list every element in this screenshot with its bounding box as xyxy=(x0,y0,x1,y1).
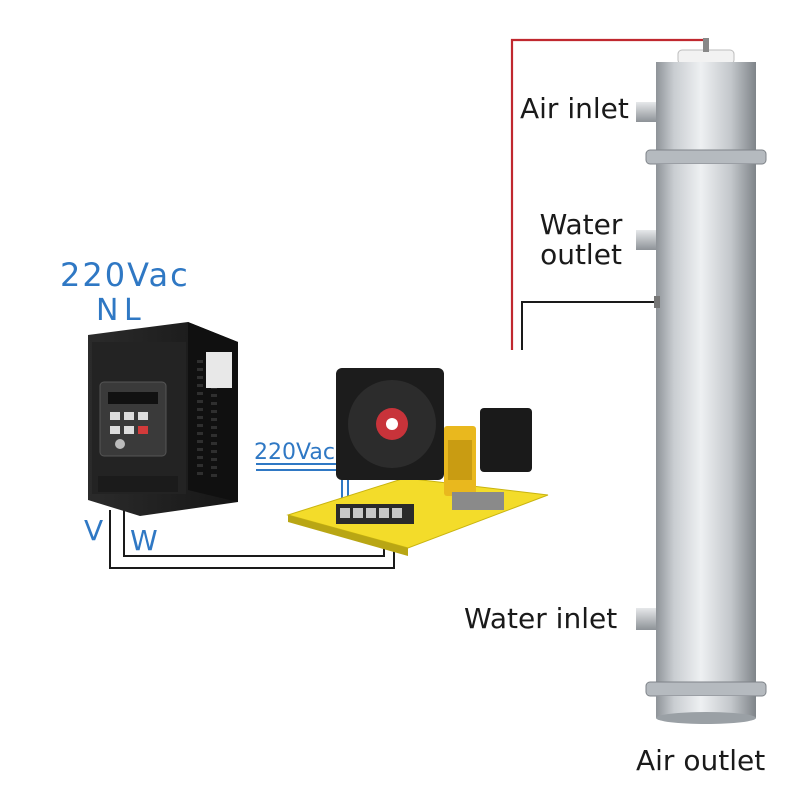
ozone-tube xyxy=(636,38,767,724)
water-outlet-label-line2: outlet xyxy=(540,238,622,271)
inverter-supply-label: 220Vac xyxy=(60,256,190,294)
inverter-output-w-label: W xyxy=(130,524,158,557)
frequency-inverter xyxy=(88,322,238,516)
board-supply-label: 220Vac xyxy=(254,440,335,465)
inverter-terminal-l-label: L xyxy=(124,293,141,328)
ozone-power-board xyxy=(286,368,549,556)
yellow-board xyxy=(286,477,549,549)
water-inlet-label: Water inlet xyxy=(464,602,618,635)
bottom-clamp xyxy=(645,681,767,697)
water-outlet-label-line1: Water xyxy=(539,208,623,241)
inverter-terminal-n-label: N xyxy=(96,293,119,328)
ground-wire xyxy=(521,301,656,350)
black-coil-unit xyxy=(480,408,532,472)
air-inlet-label: Air inlet xyxy=(520,92,629,125)
air-outlet-label: Air outlet xyxy=(636,744,766,777)
inverter-output-v-label: V xyxy=(84,514,104,547)
ground-terminal xyxy=(654,296,660,308)
top-clamp xyxy=(645,149,767,165)
